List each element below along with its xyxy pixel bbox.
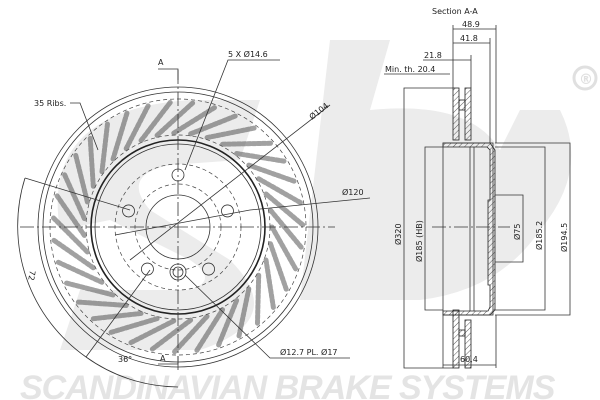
rib (269, 224, 299, 273)
rib (170, 313, 210, 356)
dim-185-hb: Ø185 (HB) (414, 220, 424, 262)
ribs-label: 35 Ribs. (34, 99, 66, 108)
rib (50, 236, 96, 271)
rib (148, 317, 194, 353)
rib (53, 192, 87, 238)
rib (110, 109, 130, 162)
rib (171, 104, 219, 136)
rib (138, 98, 174, 144)
section-marker-bottom: A (160, 354, 166, 363)
rib (267, 241, 290, 294)
dim-min-thickness: Min. th. 20.4 (385, 65, 435, 74)
dim-185-2: Ø185.2 (534, 221, 544, 250)
rib (254, 272, 262, 328)
rib (107, 316, 160, 336)
rib (61, 170, 87, 222)
section-title: Section A-A (432, 7, 478, 16)
threaded-hole-label: Ø12.7 PL. Ø17 (280, 347, 338, 357)
bolt-holes-label: 5 X Ø14.6 (228, 49, 268, 59)
rib (267, 207, 305, 251)
section-view: Section A-A 48.9 41.8 21.8 Min. th. 20.4… (384, 7, 571, 369)
rib (220, 140, 275, 147)
rib (256, 176, 305, 206)
rib (246, 162, 299, 185)
dim-41-8: 41.8 (460, 34, 478, 43)
cooling-ribs (49, 98, 307, 356)
rib (74, 299, 129, 308)
dim-60-4: 60,4 (460, 355, 478, 364)
dim-75: Ø75 (512, 224, 522, 240)
angle-36-label: 36° (118, 355, 132, 364)
rib (72, 151, 90, 205)
front-view: A A 5 X Ø14.6 35 Ribs. Ø104 Ø120 Ø12.7 P… (17, 49, 371, 388)
rib (263, 191, 307, 229)
rib (204, 125, 259, 141)
rib (263, 257, 277, 312)
bolt-hole (221, 204, 234, 218)
section-marker-top: A (158, 58, 164, 67)
rib (154, 99, 197, 138)
rib (215, 297, 240, 349)
rib (193, 307, 226, 355)
sbs-logo-watermark: ® SCANDINAVIAN BRAKE SYSTEMS (20, 40, 598, 400)
rib (127, 318, 177, 346)
rib (234, 151, 289, 164)
rib (62, 280, 116, 298)
bolt-hole (122, 204, 135, 218)
dim-320: Ø320 (393, 223, 403, 245)
rib (99, 119, 111, 175)
angle-72-label: 72 (26, 270, 37, 282)
registered-mark: ® (579, 72, 593, 88)
tagline-watermark: SCANDINAVIAN BRAKE SYSTEMS (20, 369, 556, 400)
rib (87, 134, 96, 189)
rib (49, 214, 90, 255)
rib (123, 101, 152, 152)
bolt-hole (141, 262, 154, 276)
rib (54, 259, 105, 285)
dim-194-5: Ø194.5 (559, 223, 569, 252)
rib (188, 113, 240, 137)
bolt-hole (202, 262, 215, 276)
centering-label: Ø120 (342, 187, 364, 197)
dim-21-8: 21.8 (424, 51, 442, 60)
dim-48-9: 48.9 (462, 20, 480, 29)
